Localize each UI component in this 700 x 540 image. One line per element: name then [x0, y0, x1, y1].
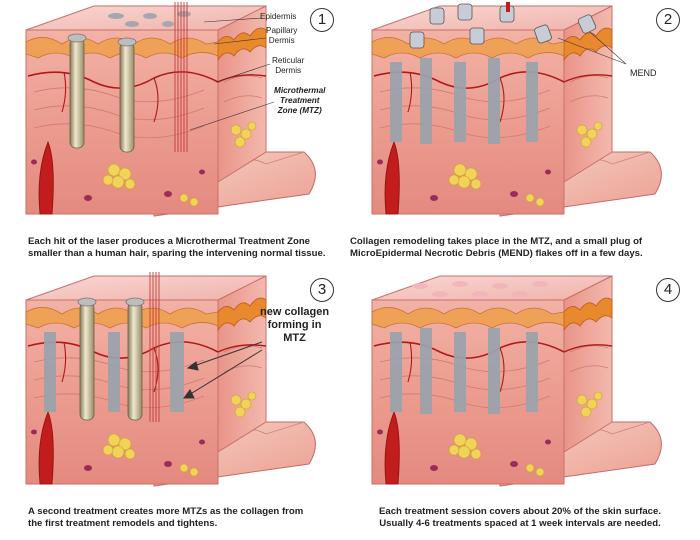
caption-4: Each treatment session covers about 20% … — [378, 506, 662, 529]
mtz-column — [390, 328, 538, 414]
skin-diagram-4 — [371, 275, 663, 487]
epidermis-label: Epidermis — [260, 12, 297, 21]
skin-diagram-2 — [371, 2, 663, 217]
skin-diagram-1 — [25, 2, 317, 217]
panel-2: 2 MEND Collagen remodeling takes place i… — [350, 2, 690, 264]
mtz-column — [390, 58, 538, 144]
mtz-column — [44, 332, 184, 412]
panel-4: 4 Each treatment session covers about 20… — [350, 272, 690, 534]
step-number-4: 4 — [656, 278, 680, 302]
mend-label: MEND — [630, 68, 657, 78]
caption-2: Collagen remodeling takes place in the M… — [350, 236, 643, 259]
mend-flake — [409, 3, 597, 49]
caption-3: A second treatment creates more MTZs as … — [28, 506, 304, 529]
step-number-1: 1 — [310, 8, 334, 32]
laser-sleeve — [67, 33, 137, 153]
step-number-3: 3 — [310, 278, 334, 302]
laser-sleeve — [77, 297, 145, 421]
step-number-2: 2 — [656, 8, 680, 32]
caption-1: Each hit of the laser produces a Microth… — [28, 236, 326, 259]
laser-beam — [149, 272, 160, 422]
skin-diagram-3 — [25, 272, 317, 487]
pointer-arrow — [183, 341, 263, 399]
laser-beam — [174, 2, 188, 152]
